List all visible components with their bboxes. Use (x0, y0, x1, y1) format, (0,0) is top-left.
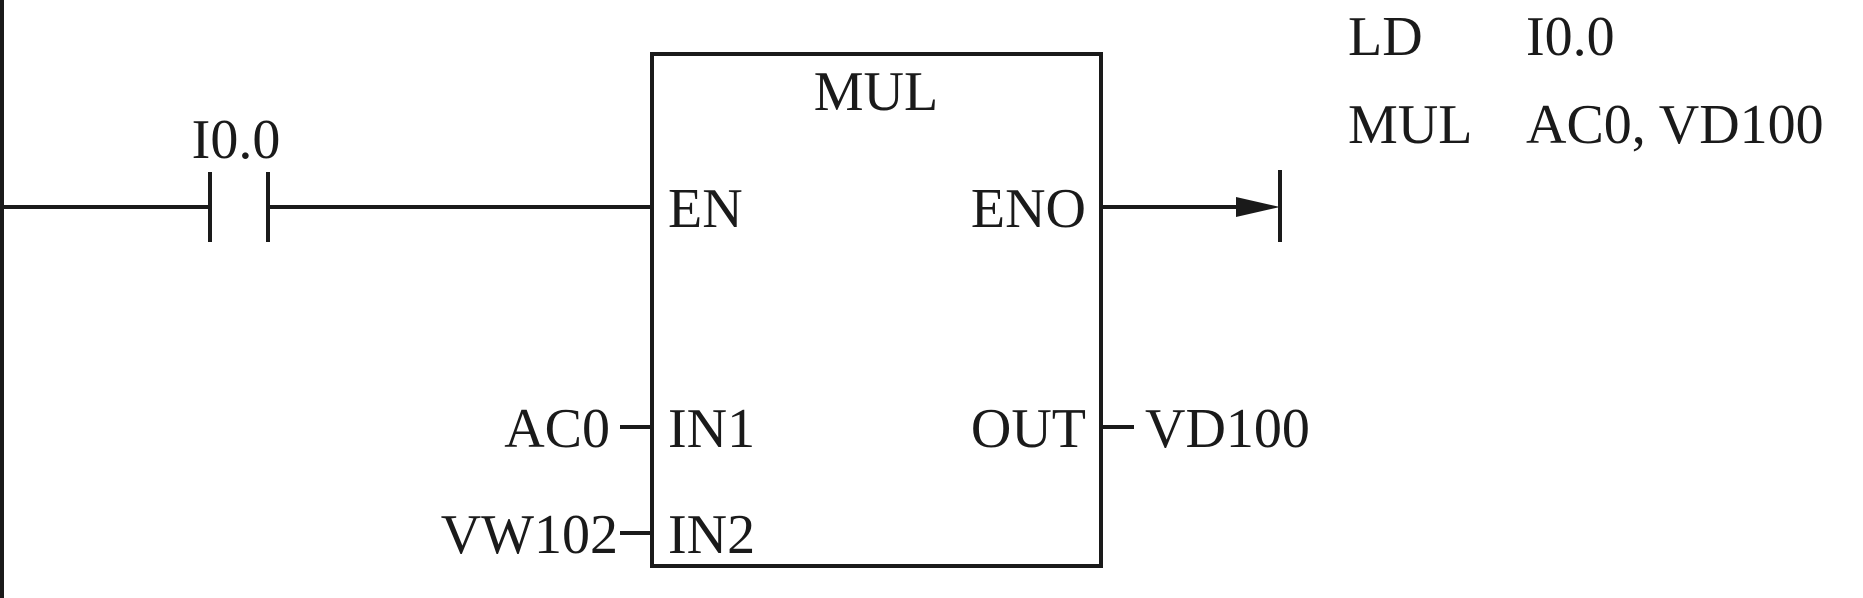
stl-line-1-args: I0.0 (1526, 6, 1615, 68)
in1-operand: AC0 (504, 398, 610, 460)
statement-list: LD I0.0 MUL AC0, VD100 (1348, 6, 1824, 156)
pin-en-label: EN (668, 178, 743, 240)
stl-line-2-op: MUL (1348, 94, 1472, 156)
eno-arrowhead-icon (1236, 197, 1280, 217)
normally-open-contact (208, 172, 270, 242)
in2-operand: VW102 (441, 504, 618, 566)
pin-eno-label: ENO (971, 178, 1086, 240)
pin-out-label: OUT (971, 398, 1086, 460)
stl-line-1-op: LD (1348, 6, 1423, 68)
out-operand: VD100 (1145, 398, 1310, 460)
pin-in1-label: IN1 (668, 398, 755, 460)
contact-label: I0.0 (192, 109, 281, 171)
block-title: MUL (814, 61, 938, 123)
pin-in2-label: IN2 (668, 504, 755, 566)
stl-line-2-args: AC0, VD100 (1526, 94, 1824, 156)
mul-function-block (650, 52, 1103, 568)
